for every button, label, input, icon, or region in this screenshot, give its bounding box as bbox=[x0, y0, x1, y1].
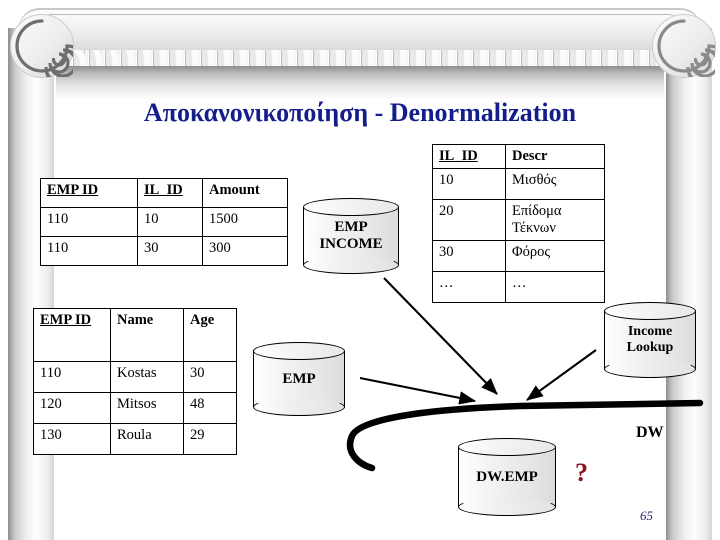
cylinder-label-line2: INCOME bbox=[319, 236, 383, 252]
cell-emp-id: 110 bbox=[40, 207, 138, 237]
cell-descr: Επίδομα Τέκνων bbox=[505, 199, 605, 242]
cylinder-label: DW.EMP bbox=[458, 438, 556, 516]
cylinder-bottom-ellipse bbox=[303, 256, 399, 274]
cell-il-id: 20 bbox=[432, 199, 506, 242]
page-number: 65 bbox=[640, 508, 653, 523]
column-header-il-id: IL_ID bbox=[137, 178, 203, 208]
column-header-descr: Descr bbox=[505, 143, 605, 170]
cylinder-label-line1: EMP bbox=[282, 370, 316, 387]
cylinder-bottom-ellipse bbox=[604, 360, 696, 378]
cell-descr: Φόρος bbox=[505, 240, 605, 273]
arrow-income-lookup-to-dw bbox=[526, 349, 597, 401]
ionic-volute-left-icon bbox=[10, 14, 74, 78]
table-emp-income: EMP ID IL_ID Amount 110 10 1500 110 30 3… bbox=[40, 178, 288, 266]
cell-il-id: 10 bbox=[432, 168, 506, 201]
column-header-emp-id: EMP ID bbox=[33, 308, 111, 362]
table-row: 120 Mitsos 48 bbox=[33, 392, 237, 424]
table-row: 110 30 300 bbox=[40, 236, 288, 266]
slide-title: Αποκανονικοποίηση - Denormalization bbox=[143, 98, 577, 127]
cell-emp-id: 120 bbox=[33, 392, 111, 424]
table-emp: EMP ID Name Age 110 Kostas 30 120 Mitsos… bbox=[33, 308, 237, 455]
table-row: 10 Μισθός bbox=[432, 168, 605, 201]
cylinder-label: EMP bbox=[253, 342, 345, 416]
cell-amount: 1500 bbox=[202, 207, 288, 237]
cell-il-id: 10 bbox=[137, 207, 203, 237]
cylinder-label-line1: Income bbox=[627, 324, 673, 340]
database-cylinder-emp: EMP bbox=[253, 342, 345, 416]
database-cylinder-dw-emp: DW.EMP bbox=[458, 438, 556, 516]
cylinder-bottom-ellipse bbox=[458, 498, 556, 516]
table-row: 130 Roula 29 bbox=[33, 423, 237, 455]
header-shadow-gradient bbox=[56, 66, 664, 100]
table-row: 30 Φόρος bbox=[432, 240, 605, 273]
cell-name: Kostas bbox=[110, 361, 184, 393]
table-row: … … bbox=[432, 271, 605, 304]
cell-descr: Μισθός bbox=[505, 168, 605, 201]
cell-il-id: 30 bbox=[432, 240, 506, 273]
table-row: 110 10 1500 bbox=[40, 207, 288, 237]
cell-amount: 300 bbox=[202, 236, 288, 266]
cylinder-top-ellipse bbox=[303, 198, 399, 216]
table-row: 20 Επίδομα Τέκνων bbox=[432, 199, 605, 242]
cell-il-id: … bbox=[432, 271, 506, 304]
dw-region-label: DW bbox=[636, 424, 664, 441]
cell-name: Mitsos bbox=[110, 392, 184, 424]
cylinder-label: EMP INCOME bbox=[303, 198, 399, 274]
cell-emp-id: 130 bbox=[33, 423, 111, 455]
table-header-row: EMP ID Name Age bbox=[33, 308, 237, 362]
header-beam-inner-decoration bbox=[38, 14, 682, 49]
column-header-amount: Amount bbox=[202, 178, 288, 208]
cylinder-top-ellipse bbox=[604, 302, 696, 320]
column-header-emp-id: EMP ID bbox=[40, 178, 138, 208]
table-income-lookup: IL_ID Descr 10 Μισθός 20 Επίδομα Τέκνων … bbox=[432, 143, 605, 304]
database-cylinder-income-lookup: Income Lookup bbox=[604, 302, 696, 378]
table-header-row: EMP ID IL_ID Amount bbox=[40, 178, 288, 208]
table-header-row: IL_ID Descr bbox=[432, 143, 605, 170]
cell-descr: … bbox=[505, 271, 605, 304]
column-header-name: Name bbox=[110, 308, 184, 362]
cell-name: Roula bbox=[110, 423, 184, 455]
question-mark-label: ? bbox=[575, 458, 588, 487]
cylinder-top-ellipse bbox=[253, 342, 345, 360]
cell-age: 30 bbox=[183, 361, 237, 393]
cylinder-label-line1: EMP bbox=[334, 219, 368, 236]
cell-age: 48 bbox=[183, 392, 237, 424]
table-row: 110 Kostas 30 bbox=[33, 361, 237, 393]
cell-emp-id: 110 bbox=[40, 236, 138, 266]
cylinder-label-line1: DW.EMP bbox=[476, 468, 538, 485]
cylinder-bottom-ellipse bbox=[253, 398, 345, 416]
arrow-emp-to-dw bbox=[359, 376, 477, 405]
cylinder-label: Income Lookup bbox=[604, 302, 696, 378]
cell-emp-id: 110 bbox=[33, 361, 111, 393]
column-header-age: Age bbox=[183, 308, 237, 362]
cell-age: 29 bbox=[183, 423, 237, 455]
column-header-il-id: IL_ID bbox=[432, 143, 506, 170]
database-cylinder-emp-income: EMP INCOME bbox=[303, 198, 399, 274]
cell-il-id: 30 bbox=[137, 236, 203, 266]
cylinder-label-line2: Lookup bbox=[626, 340, 674, 355]
dentil-band-decoration bbox=[56, 50, 664, 67]
ionic-volute-right-icon bbox=[652, 14, 716, 78]
